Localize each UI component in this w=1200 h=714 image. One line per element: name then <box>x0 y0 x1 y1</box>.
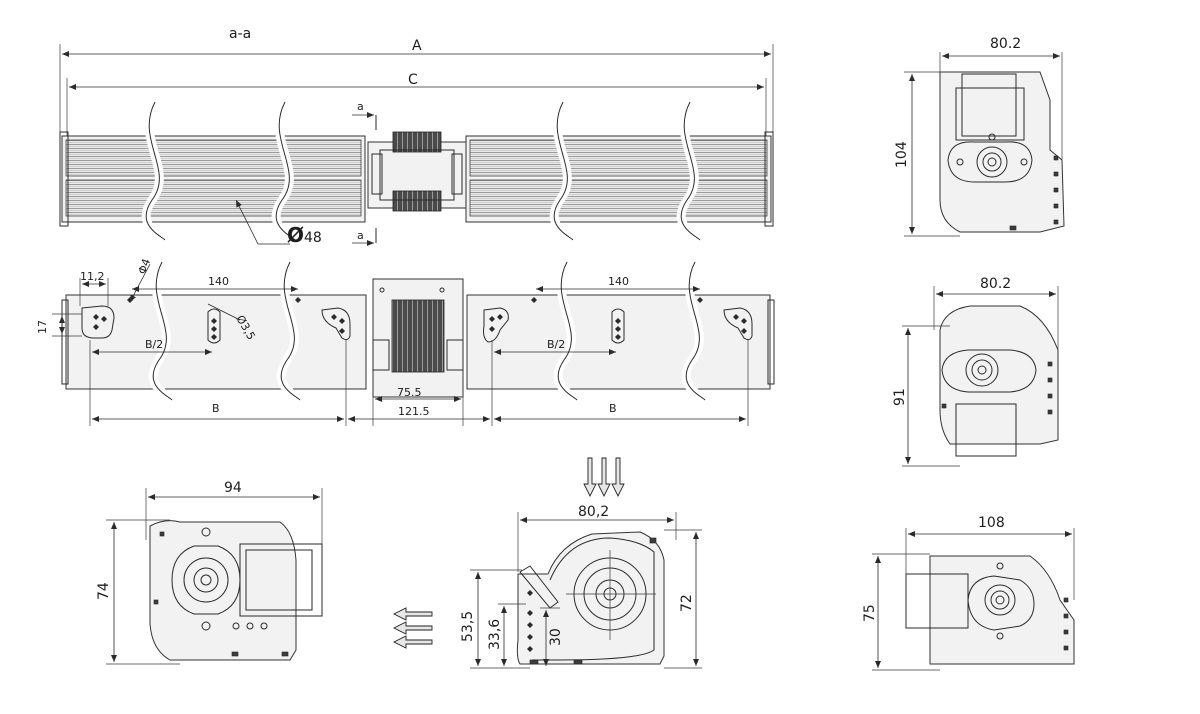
dim-75-5: 75.5 <box>397 386 422 399</box>
front-view: 11,2 17 Φ4 140 140 Ø3,5 B/2 B/2 <box>36 257 775 426</box>
airflow-arrows-down <box>583 457 625 498</box>
bottom-center-width: 80,2 <box>578 504 609 520</box>
motor <box>367 131 467 212</box>
diameter-symbol: Ø <box>287 223 304 247</box>
right-housing <box>466 294 771 390</box>
dim-A-label: A <box>412 38 422 54</box>
bottom-left-width: 94 <box>224 480 242 496</box>
dimension-A: A <box>59 38 774 140</box>
dim-C-label: C <box>408 72 418 88</box>
diameter-callout: Ø 48 <box>235 199 322 247</box>
dim-53-5: 53,5 <box>460 611 476 642</box>
side-3-height: 75 <box>862 604 878 622</box>
side-1-height: 104 <box>894 141 910 168</box>
dim-B-half-right: B/2 <box>547 338 565 351</box>
diameter-value: 48 <box>304 230 322 246</box>
bottom-center-view: 80,2 53,5 33,6 30 72 <box>460 504 702 669</box>
dim-121-5: 121.5 <box>398 405 430 418</box>
dim-11-2: 11,2 <box>80 270 105 283</box>
dim-B-left: B <box>212 402 220 415</box>
dim-17: 17 <box>36 320 49 334</box>
section-label: a-a <box>229 26 251 42</box>
front-motor <box>372 278 464 398</box>
dim-33-6: 33,6 <box>487 619 503 650</box>
side-2-height: 91 <box>892 388 908 406</box>
front-dimensions: 11,2 17 Φ4 140 140 Ø3,5 B/2 B/2 <box>36 257 749 426</box>
side-1-width: 80.2 <box>990 36 1021 52</box>
left-housing <box>65 294 367 390</box>
side-view-2: 80.2 91 <box>892 276 1059 467</box>
dim-140-left: 140 <box>208 275 229 288</box>
bottom-left-view: 94 74 <box>96 480 323 665</box>
right-impeller <box>465 131 774 227</box>
airflow-arrows-left <box>392 607 433 649</box>
dim-B-half-left: B/2 <box>145 338 163 351</box>
dim-phi-4: Φ4 <box>136 257 154 276</box>
dimension-C: C <box>66 72 767 140</box>
side-view-3: 108 75 <box>862 515 1075 671</box>
left-impeller <box>59 131 366 227</box>
section-mark-top: a <box>357 100 364 113</box>
dim-B-right: B <box>609 402 617 415</box>
dim-30: 30 <box>548 628 564 646</box>
break-lines <box>141 99 704 244</box>
dim-72: 72 <box>679 594 695 612</box>
mounting-brackets <box>81 297 753 344</box>
top-view: a-a A C <box>59 26 774 247</box>
side-2-width: 80.2 <box>980 276 1011 292</box>
side-view-1: 80.2 104 <box>894 36 1065 237</box>
section-mark: a a <box>352 100 377 246</box>
dim-140-right: 140 <box>608 275 629 288</box>
side-3-width: 108 <box>978 515 1005 531</box>
section-mark-bottom: a <box>357 229 364 242</box>
bottom-left-height: 74 <box>96 582 112 600</box>
